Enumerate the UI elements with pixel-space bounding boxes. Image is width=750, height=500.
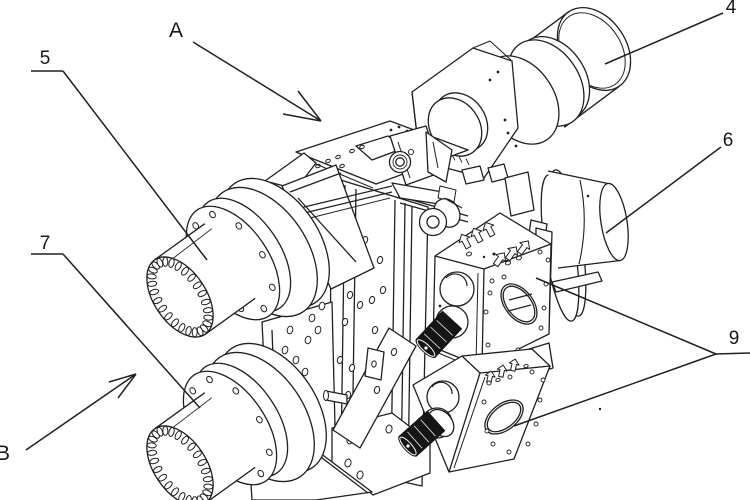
svg-text:4: 4 xyxy=(726,0,737,18)
svg-text:5: 5 xyxy=(40,48,51,69)
svg-text:A: A xyxy=(169,19,183,42)
svg-text:6: 6 xyxy=(723,130,734,151)
svg-text:9: 9 xyxy=(729,328,740,349)
svg-text:B: B xyxy=(0,442,10,465)
svg-text:7: 7 xyxy=(40,233,51,254)
